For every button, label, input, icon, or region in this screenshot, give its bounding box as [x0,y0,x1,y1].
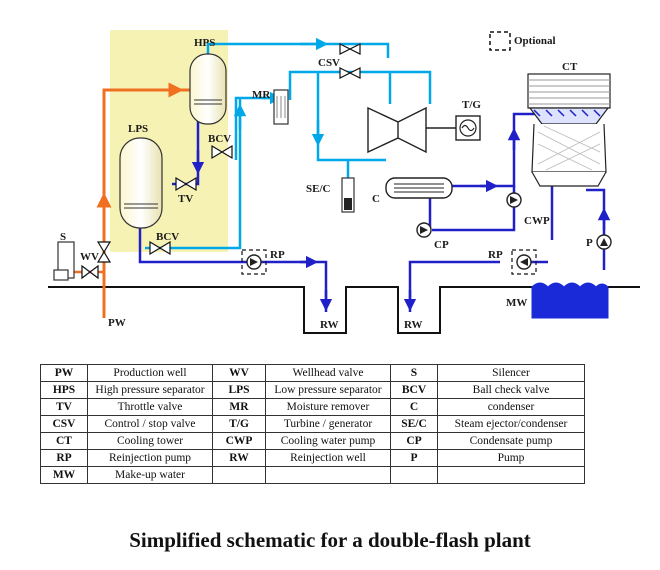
legend-abbr: TV [40,398,88,416]
rp-right-optional-box [511,249,537,275]
legend-abbr: HPS [40,381,88,399]
label-optional: Optional [514,35,556,47]
bcv-top-valve [211,144,233,160]
legend-abbr: P [390,449,438,467]
makeup-water-basin [531,282,609,319]
cooling-water-pump [506,192,522,208]
label-tg: T/G [462,99,481,111]
label-sec: SE/C [306,183,331,195]
legend-abbr: LPS [212,381,266,399]
rp-left-optional-box [241,249,267,275]
figure-caption: Simplified schematic for a double-flash … [129,528,531,552]
legend-definition: High pressure separator [87,381,213,399]
legend-definition: Reinjection well [265,449,391,467]
lps-vessel [119,137,163,229]
label-bcv-bottom: BCV [156,231,179,243]
legend-definition [265,466,391,484]
legend-definition: Steam ejector/condenser [437,415,585,433]
legend-definition: Low pressure separator [265,381,391,399]
label-rp-left: RP [270,249,285,261]
label-rw-left: RW [320,319,339,331]
legend-abbr: CP [390,432,438,450]
legend-abbr: BCV [390,381,438,399]
label-mr: MR [252,89,271,101]
legend-definition: Pump [437,449,585,467]
steam-lines [145,42,432,250]
throttle-valve [175,176,197,192]
legend-abbr: CT [40,432,88,450]
legend-definition: Condensate pump [437,432,585,450]
legend-definition [437,466,585,484]
label-hps: HPS [194,37,215,49]
label-csv: CSV [318,57,340,69]
legend-definition: condenser [437,398,585,416]
legend-abbr: RP [40,449,88,467]
optional-legend-box [489,31,511,51]
turbine [367,106,427,154]
legend-abbr: WV [212,364,266,382]
legend-definition: Moisture remover [265,398,391,416]
legend-definition: Production well [87,364,213,382]
cooling-tower [527,73,611,187]
label-s: S [60,231,66,243]
legend-abbr: SE/C [390,415,438,433]
legend-definition: Cooling tower [87,432,213,450]
reinjection-pump-left [246,254,262,270]
legend-abbr: CWP [212,432,266,450]
legend-abbr: T/G [212,415,266,433]
silencer-valve [81,264,99,280]
legend-definition: Cooling water pump [265,432,391,450]
legend-definition: Control / stop valve [87,415,213,433]
legend-definition: Silencer [437,364,585,382]
legend-abbr: C [390,398,438,416]
legend-abbr: RW [212,449,266,467]
reinjection-pump-right [516,254,532,270]
legend-abbr: CSV [40,415,88,433]
legend-abbr [390,466,438,484]
legend-definition: Wellhead valve [265,364,391,382]
double-flash-schematic: HPS LPS BCV TV BCV MR CSV T/G SE/C C CP … [48,30,640,334]
legend-abbr: S [390,364,438,382]
legend-abbr: MR [212,398,266,416]
label-cwp: CWP [524,215,550,227]
label-tv: TV [178,193,193,205]
label-ct: CT [562,61,578,73]
label-bcv-top: BCV [208,133,231,145]
label-rp-right: RP [488,249,503,261]
legend-abbr [212,466,266,484]
label-mw: MW [506,297,527,309]
wellhead-valve [96,241,112,263]
legend-definition: Ball check valve [437,381,585,399]
legend-abbr: MW [40,466,88,484]
label-p: P [586,237,593,249]
label-cp: CP [434,239,449,251]
legend-definition: Turbine / generator [265,415,391,433]
ground-line [48,286,640,334]
label-wv: WV [80,251,99,263]
csv-valve-bottom [339,67,361,79]
hps-vessel [189,53,227,125]
label-c: C [372,193,380,205]
legend-definition: Make-up water [87,466,213,484]
bcv-bottom-valve [149,240,171,256]
csv-valve-top [339,43,361,55]
legend-definition: Throttle valve [87,398,213,416]
label-lps: LPS [128,123,148,135]
condensate-pump [416,222,432,238]
label-pw: PW [108,317,126,329]
label-rw-right: RW [404,319,423,331]
legend-abbr: PW [40,364,88,382]
pump-p [596,234,612,250]
legend-definition: Reinjection pump [87,449,213,467]
